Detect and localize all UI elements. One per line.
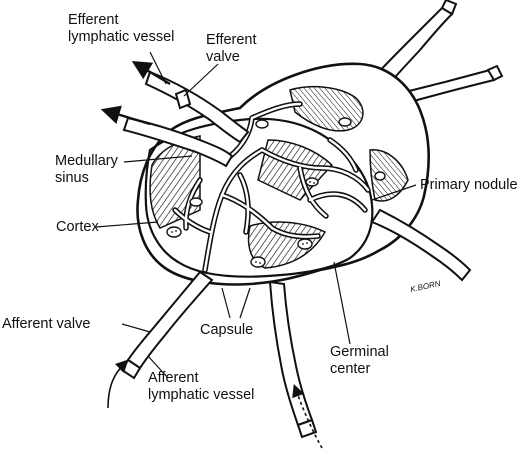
label-efferent-valve-line2: valve bbox=[206, 49, 240, 65]
label-efferent-lymphatic-vessel-line2: lymphatic vessel bbox=[68, 29, 175, 45]
germinal-dots bbox=[171, 181, 315, 264]
label-efferent-valve-line1: Efferent bbox=[206, 32, 257, 48]
leader-lines bbox=[95, 51, 417, 379]
label-cortex: Cortex bbox=[56, 219, 99, 235]
label-primary-nodule: Primary nodule bbox=[420, 177, 518, 193]
label-efferent-lymphatic-vessel-line1: Efferent bbox=[68, 12, 119, 28]
medullary-cords-inner bbox=[173, 102, 370, 272]
efferent-vessels bbox=[122, 70, 250, 168]
label-germinal-center-line1: Germinal bbox=[330, 344, 389, 360]
lower-right-vessel bbox=[370, 208, 472, 282]
label-afferent-lymphatic-vessel-line2: lymphatic vessel bbox=[148, 387, 255, 403]
label-afferent-lymphatic-vessel-line1: Afferent bbox=[148, 370, 199, 386]
afferent-vessels bbox=[120, 270, 318, 439]
label-afferent-valve: Afferent valve bbox=[2, 316, 91, 332]
germinal-centers bbox=[166, 117, 386, 268]
label-medullary-sinus-line2: sinus bbox=[55, 170, 89, 186]
label-capsule: Capsule bbox=[200, 322, 254, 338]
label-medullary-sinus-line1: Medullary bbox=[55, 153, 118, 169]
label-germinal-center-line2: center bbox=[330, 361, 371, 377]
